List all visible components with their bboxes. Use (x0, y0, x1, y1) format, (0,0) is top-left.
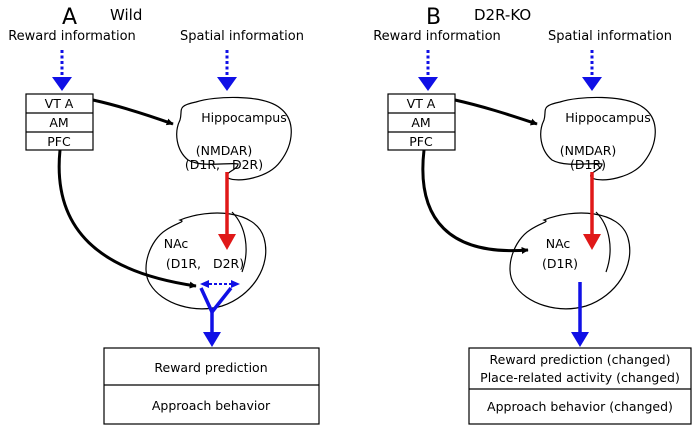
panel-b-output-arrow (571, 282, 589, 347)
panel-b-arrow-pfc-to-nac (421, 149, 529, 254)
panel-b-hippocampus-label: Hippocampus (565, 110, 650, 125)
panel-b-hippocampus-receptor-2: (D1R) (570, 157, 606, 172)
panel-b-box-vta: VT A (407, 96, 436, 111)
panel-b-output-place-related-activity: Place-related activity (changed) (480, 370, 680, 385)
panel-b-box-am: AM (411, 115, 430, 130)
panel-a-arrow-vta-to-hippocampus (92, 98, 174, 126)
panel-a-hippocampus-label: Hippocampus (201, 110, 286, 125)
panel-b-nac-inner-curve (595, 211, 611, 273)
panel-b-arrow-vta-to-hippocampus (454, 98, 538, 126)
panel-a-hippocampus-receptor-1: (NMDAR) (196, 143, 253, 158)
panel-b-spatial-source: Spatial information (548, 29, 672, 44)
panel-a-output-boxes: Reward prediction Approach behavior (103, 347, 320, 425)
panel-b-reward-input-arrow (418, 50, 438, 91)
panel-a-output-reward-prediction: Reward prediction (154, 360, 267, 375)
panel-a-output-approach-behavior: Approach behavior (152, 398, 271, 413)
panel-b-nac-receptors: (D1R) (542, 256, 578, 271)
panel-a-arrow-hippocampus-to-nac (218, 172, 236, 250)
panel-b-output-boxes: Reward prediction (changed) Place-relate… (468, 347, 692, 425)
panel-b-reward-source: Reward information (373, 29, 501, 44)
panel-b: B D2R-KO Reward information Spatial info… (373, 5, 692, 425)
panel-a-spatial-source: Spatial information (180, 29, 304, 44)
panel-b-output-reward-prediction: Reward prediction (changed) (490, 352, 671, 367)
panel-b-hippocampus-receptor-1: (NMDAR) (560, 143, 617, 158)
panel-a-nac-label: NAc (164, 236, 189, 251)
panel-a-receptor-interaction-arrow (200, 280, 240, 288)
panel-a-arrow-pfc-to-nac (57, 149, 197, 289)
panel-b-letter: B (426, 5, 441, 30)
panel-a-box-am: AM (49, 115, 68, 130)
panel-b-output-approach-behavior: Approach behavior (changed) (487, 399, 673, 414)
panel-b-box-pfc: PFC (409, 134, 433, 149)
panel-b-nac-label: NAc (546, 236, 571, 251)
panel-a-box-pfc: PFC (47, 134, 71, 149)
panel-b-arrow-hippocampus-to-nac (583, 172, 601, 250)
panel-b-condition: D2R-KO (474, 6, 531, 24)
panel-b-region-boxes: VT A AM PFC (387, 93, 456, 151)
panel-a-condition: Wild (110, 6, 142, 24)
panel-a-hippocampus-receptor-2: (D1R, D2R) (185, 157, 263, 172)
panel-a: A Wild Reward information Spatial inform… (8, 5, 320, 425)
panel-a-output-arrow (199, 286, 233, 347)
panel-b-nac-outline (509, 212, 631, 310)
panel-a-nac-inner-curve (231, 211, 247, 273)
panel-a-nac-receptors: (D1R, D2R) (166, 256, 244, 271)
panel-b-spatial-input-arrow (582, 50, 602, 91)
panel-a-reward-source: Reward information (8, 29, 136, 44)
panel-a-box-vta: VT A (45, 96, 74, 111)
panel-a-reward-input-arrow (52, 50, 72, 91)
panel-a-letter: A (62, 5, 77, 30)
panel-a-nac-outline (145, 212, 267, 310)
panel-a-region-boxes: VT A AM PFC (25, 93, 94, 151)
panel-a-spatial-input-arrow (217, 50, 237, 91)
